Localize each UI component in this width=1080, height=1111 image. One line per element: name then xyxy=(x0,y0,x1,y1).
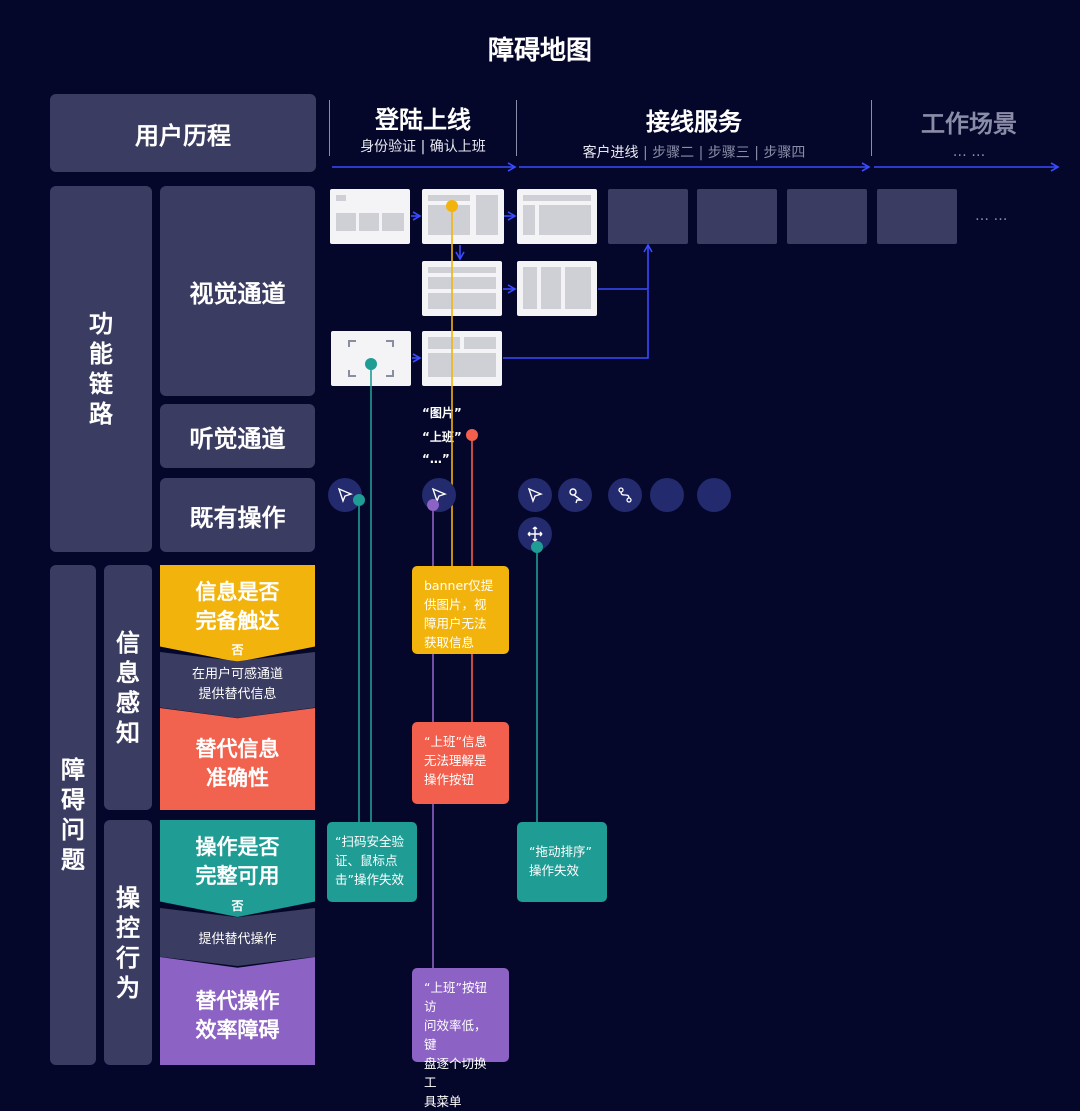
stage-divider xyxy=(329,100,330,156)
teal-dot xyxy=(353,494,365,506)
flow-arrow xyxy=(598,243,653,290)
screen-detail xyxy=(517,261,597,316)
stage-sub-service-rest: | 步骤二 | 步骤三 | 步骤四 xyxy=(638,145,806,161)
journey-label-text: 用户历程 xyxy=(135,121,231,150)
row-operations-label: 既有操作 xyxy=(189,503,286,532)
barrier-char: 障 xyxy=(61,756,85,784)
cursor-icon xyxy=(518,478,552,512)
screen-step4 xyxy=(787,189,867,244)
perception-check-text: 信息是否 完备触达 xyxy=(195,579,280,633)
stage-sub-work: … … xyxy=(952,144,986,160)
screen-step2 xyxy=(608,189,688,244)
red-dot xyxy=(466,429,478,441)
perception-char: 信 xyxy=(116,628,140,657)
control-label: 操 控 行 为 xyxy=(104,820,152,1065)
row-operations: 既有操作 xyxy=(160,478,315,552)
stage-divider xyxy=(871,100,872,156)
row-visual: 视觉通道 xyxy=(160,186,315,396)
control-result-text: 替代操作 效率障碍 xyxy=(195,989,280,1042)
row-visual-label: 视觉通道 xyxy=(189,279,286,308)
function-chain-char: 链 xyxy=(89,370,113,398)
control-char: 操 xyxy=(116,883,140,912)
touch-icon xyxy=(558,478,592,512)
control-char: 控 xyxy=(116,913,140,942)
audio-cue-more: “…” xyxy=(422,452,450,466)
perception-no: 否 xyxy=(231,643,244,657)
note-efficiency: “上班”按钮访 问效率低，键 盘逐个切换工 具菜单 xyxy=(412,968,509,1109)
barrier-label: 障 碍 问 题 xyxy=(50,565,96,1065)
note-banner: banner仅提 供图片，视 障用户无法 获取信息 xyxy=(412,566,509,654)
control-check-text: 操作是否 完整可用 xyxy=(195,834,280,888)
stage-divider xyxy=(516,100,517,156)
stage-title-service: 接线服务 xyxy=(646,108,742,136)
stage-title-work: 工作场景 xyxy=(921,110,1017,138)
flow-arrow xyxy=(503,290,649,359)
note-start-button: “上班”信息 无法理解是 操作按钮 xyxy=(412,722,509,804)
blank-operation xyxy=(650,478,684,512)
function-chain-char: 功 xyxy=(89,310,113,338)
perception-char: 感 xyxy=(116,688,140,717)
screen-step3 xyxy=(697,189,777,244)
screens-ellipsis: … … xyxy=(975,208,1008,224)
control-action: 提供替代操作 xyxy=(160,908,315,966)
stage-title-login: 登陆上线 xyxy=(375,106,471,134)
screen-banner xyxy=(422,189,504,244)
journey-label: 用户历程 xyxy=(50,94,316,172)
perception-action: 在用户可感通道 提供替代信息 xyxy=(160,652,315,718)
screen-list xyxy=(422,261,502,316)
control-no: 否 xyxy=(231,899,244,913)
screen-client xyxy=(517,189,597,244)
function-chain-char: 能 xyxy=(89,340,113,368)
perception-result: 替代信息 准确性 xyxy=(160,708,315,810)
scan-frame-icon xyxy=(348,340,394,377)
yellow-dot xyxy=(446,200,458,212)
barrier-char: 碍 xyxy=(61,786,85,814)
screen-work xyxy=(877,189,957,244)
perception-action-text: 在用户可感通道 提供替代信息 xyxy=(191,667,283,702)
blank-operation xyxy=(697,478,731,512)
stage-sub-login: 身份验证 | 确认上班 xyxy=(360,139,486,155)
row-audio: 听觉通道 xyxy=(160,404,315,468)
control-check: 操作是否 完整可用 xyxy=(160,820,315,917)
note-qr-scan: “扫码安全验 证、鼠标点 击”操作失效 xyxy=(327,822,417,902)
page-title: 障碍地图 xyxy=(487,36,592,66)
purple-dot xyxy=(427,499,439,511)
teal-dot xyxy=(365,358,377,370)
perception-char: 息 xyxy=(116,658,140,687)
stage-sub-service-main: 客户进线 xyxy=(582,145,639,161)
stage-sub-service: 客户进线 | 步骤二 | 步骤三 | 步骤四 xyxy=(517,142,871,162)
control-char: 为 xyxy=(116,973,140,1002)
control-char: 行 xyxy=(116,943,140,972)
gesture-icon xyxy=(608,478,642,512)
barrier-char: 题 xyxy=(61,846,85,874)
perception-result-text: 替代信息 准确性 xyxy=(195,737,280,790)
control-result: 替代操作 效率障碍 xyxy=(160,957,315,1065)
row-audio-label: 听觉通道 xyxy=(189,424,286,453)
perception-char: 知 xyxy=(116,718,140,747)
barrier-char: 问 xyxy=(61,816,85,844)
teal-dot xyxy=(531,541,543,553)
function-chain-char: 路 xyxy=(89,400,113,428)
perception-check: 信息是否 完备触达 xyxy=(160,565,315,662)
control-action-text: 提供替代操作 xyxy=(198,931,277,947)
screen-login xyxy=(330,189,410,244)
function-chain-label: 功 能 链 路 xyxy=(50,186,152,552)
note-drag-sort: “拖动排序” 操作失效 xyxy=(517,822,607,902)
perception-label: 信 息 感 知 xyxy=(104,565,152,810)
